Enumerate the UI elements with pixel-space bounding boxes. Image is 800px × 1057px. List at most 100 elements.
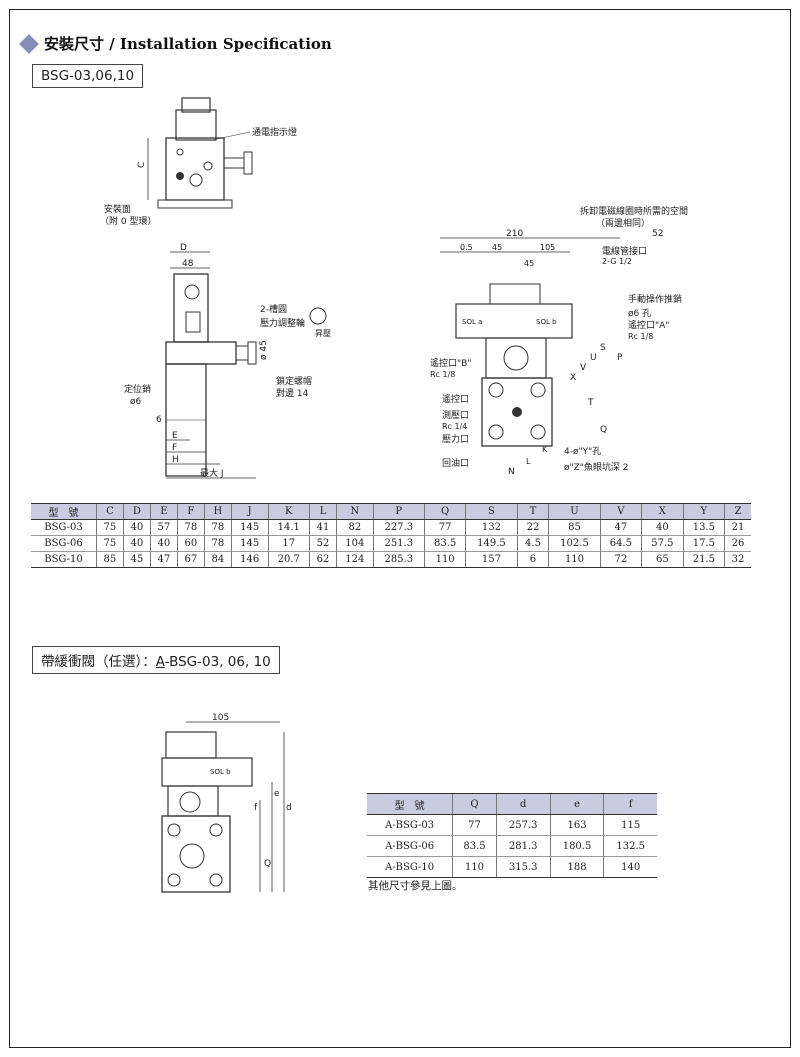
cushion-valve-drawing: 105 SOL b d e f Q [161,713,292,893]
sol-b-cushion-label: SOL b [210,768,231,776]
gauge-port-size-label: Rc 1/4 [442,422,467,431]
dim-e-label: E [172,431,178,441]
conduit-size-label: 2-G 1/2 [602,257,632,266]
col-y: Y [682,503,725,520]
col-l: L [309,503,337,520]
dim-s-label: S [600,343,606,353]
col-t: T [516,503,549,520]
dim-c-label: C [137,162,147,168]
gauge-port-label: 測壓口 [442,409,469,421]
col-p: P [372,503,425,520]
table-header-row: 型 號 Q d e f [367,793,657,815]
table-row: A-BSG-03 77 257.3 163 115 [367,814,657,836]
col-h: H [203,503,232,520]
dim-p-label: P [617,353,623,363]
dim-x-label: X [570,373,576,383]
col-n: N [336,503,374,520]
table-row: BSG-10 85 45 47 67 84 146 20.7 62 124 28… [31,551,751,568]
dim-q-label: Q [600,425,607,435]
col-model: 型 號 [367,793,453,815]
col-d: d [495,793,551,815]
locating-pin-label: 定位銷 [124,383,151,395]
dim-q-cushion-label: Q [264,859,271,869]
indicator-lamp-label: 通電指示燈 [252,126,297,138]
remote-port-a-size-label: Rc 1/8 [628,332,653,341]
dim-105-label: 105 [540,243,555,252]
counterbore-label: ø"Z"魚眼坑深 2 [564,461,629,473]
dim-e-cushion-label: e [274,789,280,799]
table-row: BSG-03 75 40 57 78 78 145 14.1 41 82 227… [31,519,751,536]
col-c: C [95,503,124,520]
raise-pressure-label: 昇壓 [315,329,331,338]
dim-k-label: K [542,445,548,454]
section2-underlined: A [155,654,165,670]
table-row: A-BSG-06 83.5 281.3 180.5 132.5 [367,835,657,857]
dim-d-label: D [180,243,187,253]
mounting-face-label: 安裝面 [104,203,131,215]
col-x: X [641,503,684,520]
lock-nut-label: 鎖定螺帽 [276,375,312,387]
col-d: D [122,503,151,520]
manual-pin-label: 手動操作推銷 [628,293,682,305]
pressure-port-label: 壓力口 [442,433,469,445]
dim-d-cushion-label: d [286,803,292,813]
dim-t-label: T [587,398,594,408]
section-label-a-bsg: 帶緩衝閥（任選）：A-BSG-03, 06, 10 [32,646,280,674]
dim-f-cushion-label: f [254,803,258,813]
top-view-drawing: C 通電指示燈 安裝面 （附 0 型環） [100,97,297,227]
remote-port-a-label: 遙控口"A" [628,319,669,331]
dim-52-label: 52 [652,229,663,239]
across-flats-label: 對邊 14 [276,387,309,399]
section2-prefix: 帶緩衝閥（任選）： [41,654,156,670]
dim-h-label: H [172,455,179,465]
col-e: e [549,793,604,815]
dim-v-label: V [580,363,587,373]
conduit-port-label: 電線管接口 [602,245,647,257]
dim-105b-label: 105 [212,713,229,723]
side-view-drawing: D 48 2-槽圓 壓力調整輪 昇壓 ø 45 鎖定螺帽 對邊 14 定位銷 ø… [124,243,331,479]
table-row: A-BSG-10 110 315.3 188 140 [367,856,657,878]
page-frame [9,9,791,1048]
page-title: 安裝尺寸 / Installation Specification [44,35,332,53]
table-header-row: 型 號 C D E F H J K L N P Q S T U V X Y Z [31,503,751,520]
dim-6-label: 6 [156,415,162,425]
col-model: 型 號 [31,503,97,520]
dim-45-label: ø 45 [259,340,269,360]
coil-space-label: 拆卸電磁線圈時所需的空間 [580,205,688,217]
bolt-holes-label: 4-ø"Y"孔 [564,446,601,457]
dim-210-label: 210 [506,229,523,239]
dim-05-label: 0.5 [460,243,473,252]
dim-f-label: F [172,443,177,453]
col-f: F [176,503,205,520]
pressure-knob-label: 壓力調整輪 [260,317,305,329]
dim-l-label: L [526,457,531,466]
remote-port-label: 遙控口 [442,393,469,405]
dim-48-label: 48 [182,259,194,269]
dim-n-label: N [508,467,515,477]
section2-suffix: -BSG-03, 06, 10 [164,654,271,670]
col-z: Z [724,503,751,520]
col-s: S [465,503,518,520]
diamond-bullet-icon [19,33,39,54]
dim-45b-label: 45 [492,243,502,252]
footnote: 其他尺寸參見上圖。 [368,880,463,892]
remote-port-b-label: 遙控口"B" [430,357,471,369]
dim-u-label: U [590,353,597,363]
col-q: Q [423,503,466,520]
table-row: BSG-06 75 40 40 60 78 145 17 52 104 251.… [31,535,751,552]
coil-space-both-label: （兩邊相同） [596,217,650,229]
page-heading: 安裝尺寸 / Installation Specification [19,33,332,54]
o-ring-label: （附 0 型環） [100,215,156,227]
col-q: Q [452,793,497,815]
hole-6-label: ø6 孔 [628,308,651,319]
sol-b-label: SOL b [536,318,557,326]
pin-diameter-label: ø6 [130,397,142,407]
col-f: f [603,793,657,815]
col-k: K [267,503,310,520]
col-v: V [599,503,642,520]
remote-port-b-size-label: Rc 1/8 [430,370,455,379]
dimension-table-a-bsg: 型 號 Q d e f A-BSG-03 77 257.3 163 115 A-… [367,793,657,878]
two-slot-label: 2-槽圓 [260,303,287,315]
col-e: E [149,503,178,520]
return-port-label: 回油口 [442,457,469,469]
